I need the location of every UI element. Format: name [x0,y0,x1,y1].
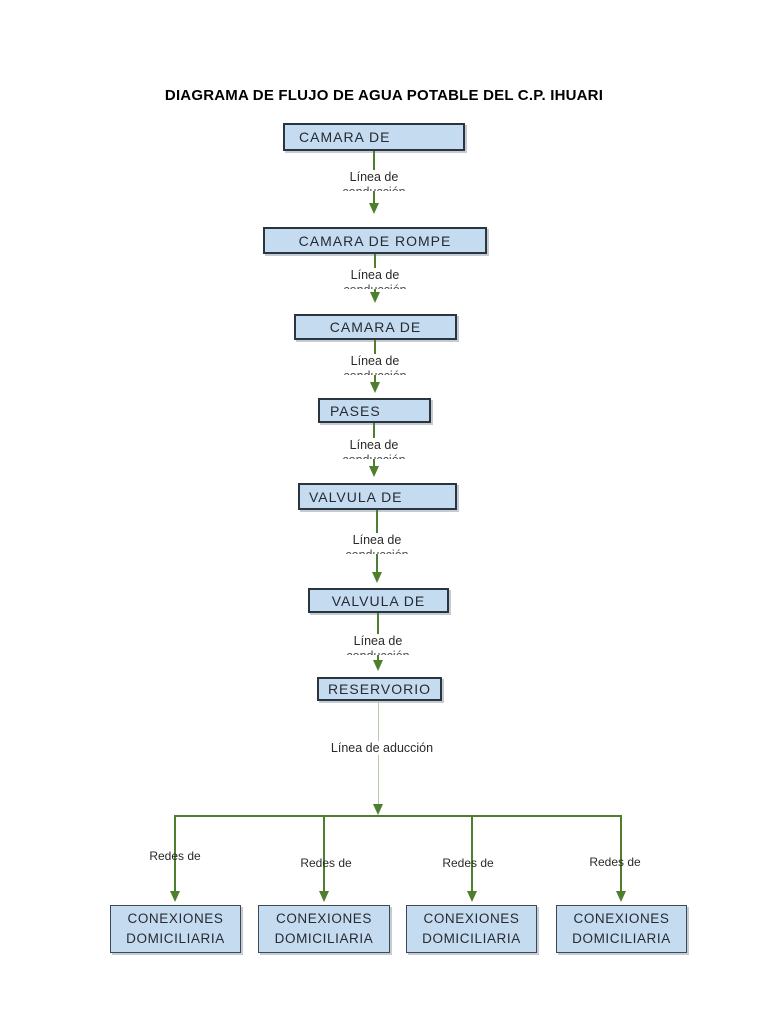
arrow-down-icon [369,203,379,214]
flow-node-camara-de-1: CAMARA DE [283,123,465,151]
flow-node-camara-de-2: CAMARA DE [294,314,457,340]
connector-label: Línea de conducción [343,634,413,655]
connector-label: Línea de conducción [342,533,412,554]
arrow-down-icon [370,382,380,393]
branch-line [620,815,622,891]
terminal-label-line1: CONEXIONES [127,911,224,926]
terminal-label-line2: DOMICILIARIA [126,931,225,946]
arrow-down-icon [369,466,379,477]
aduccion-label: Línea de aducción [326,741,438,755]
terminal-node-conexiones-3: CONEXIONES DOMICILIARIA [406,905,537,953]
terminal-label-line1: CONEXIONES [423,911,520,926]
connector-label-text: Línea de [352,533,402,547]
flow-node-valvula-de-2: VALVULA DE [308,588,449,613]
connector-label: Línea de conducción [340,268,410,289]
connector-label-text: Línea de [349,438,399,452]
connector-label-clipped-text: conducción [342,185,405,191]
terminal-label-line2: DOMICILIARIA [572,931,671,946]
flow-node-camara-de-rompe: CAMARA DE ROMPE [263,227,487,254]
flow-node-pases: PASES [318,398,431,423]
branch-label: Redes de [149,849,201,863]
connector-label: Línea de conducción [339,438,409,459]
terminal-label-line2: DOMICILIARIA [274,931,374,946]
connector-label-text: Línea de [350,268,400,282]
branch-label: Redes de [300,856,352,870]
arrow-down-icon [373,660,383,671]
arrow-down-icon [616,891,626,902]
connector-label-clipped-text: conducción [343,369,406,375]
branch-label: Redes de [442,856,494,870]
connector-label-clipped-text: conducción [343,283,406,289]
connector-label-text: Línea de [349,170,399,184]
terminal-node-conexiones-4: CONEXIONES DOMICILIARIA [556,905,687,953]
arrow-down-icon [467,891,477,902]
branch-line [323,815,325,891]
branch-line [471,815,473,891]
trunk-line [174,815,622,817]
connector-label: Línea de conducción [340,354,410,375]
connector-label-clipped-text: conducción [342,453,405,459]
arrow-down-icon [319,891,329,902]
arrow-down-icon [372,572,382,583]
terminal-node-conexiones-2: CONEXIONES DOMICILIARIA [258,905,390,953]
arrow-down-icon [170,891,180,902]
terminal-label-line1: CONEXIONES [573,911,670,926]
terminal-label-line2: DOMICILIARIA [422,931,521,946]
connector-label: Línea de conducción [339,170,409,191]
branch-line [174,815,176,891]
terminal-node-conexiones-1: CONEXIONES DOMICILIARIA [110,905,241,953]
connector-label-text: Línea de [350,354,400,368]
connector-label-clipped-text: conducción [345,548,408,554]
flow-node-reservorio: RESERVORIO [317,677,442,701]
flow-node-valvula-de-1: VALVULA DE [298,483,457,510]
arrow-down-icon [370,292,380,303]
branch-label: Redes de [589,855,641,869]
connector-label-text: Línea de [353,634,403,648]
arrow-down-icon [373,804,383,815]
page-title: DIAGRAMA DE FLUJO DE AGUA POTABLE DEL C.… [164,87,604,104]
connector-label-clipped-text: conducción [346,649,409,655]
terminal-label-line1: CONEXIONES [275,911,373,926]
